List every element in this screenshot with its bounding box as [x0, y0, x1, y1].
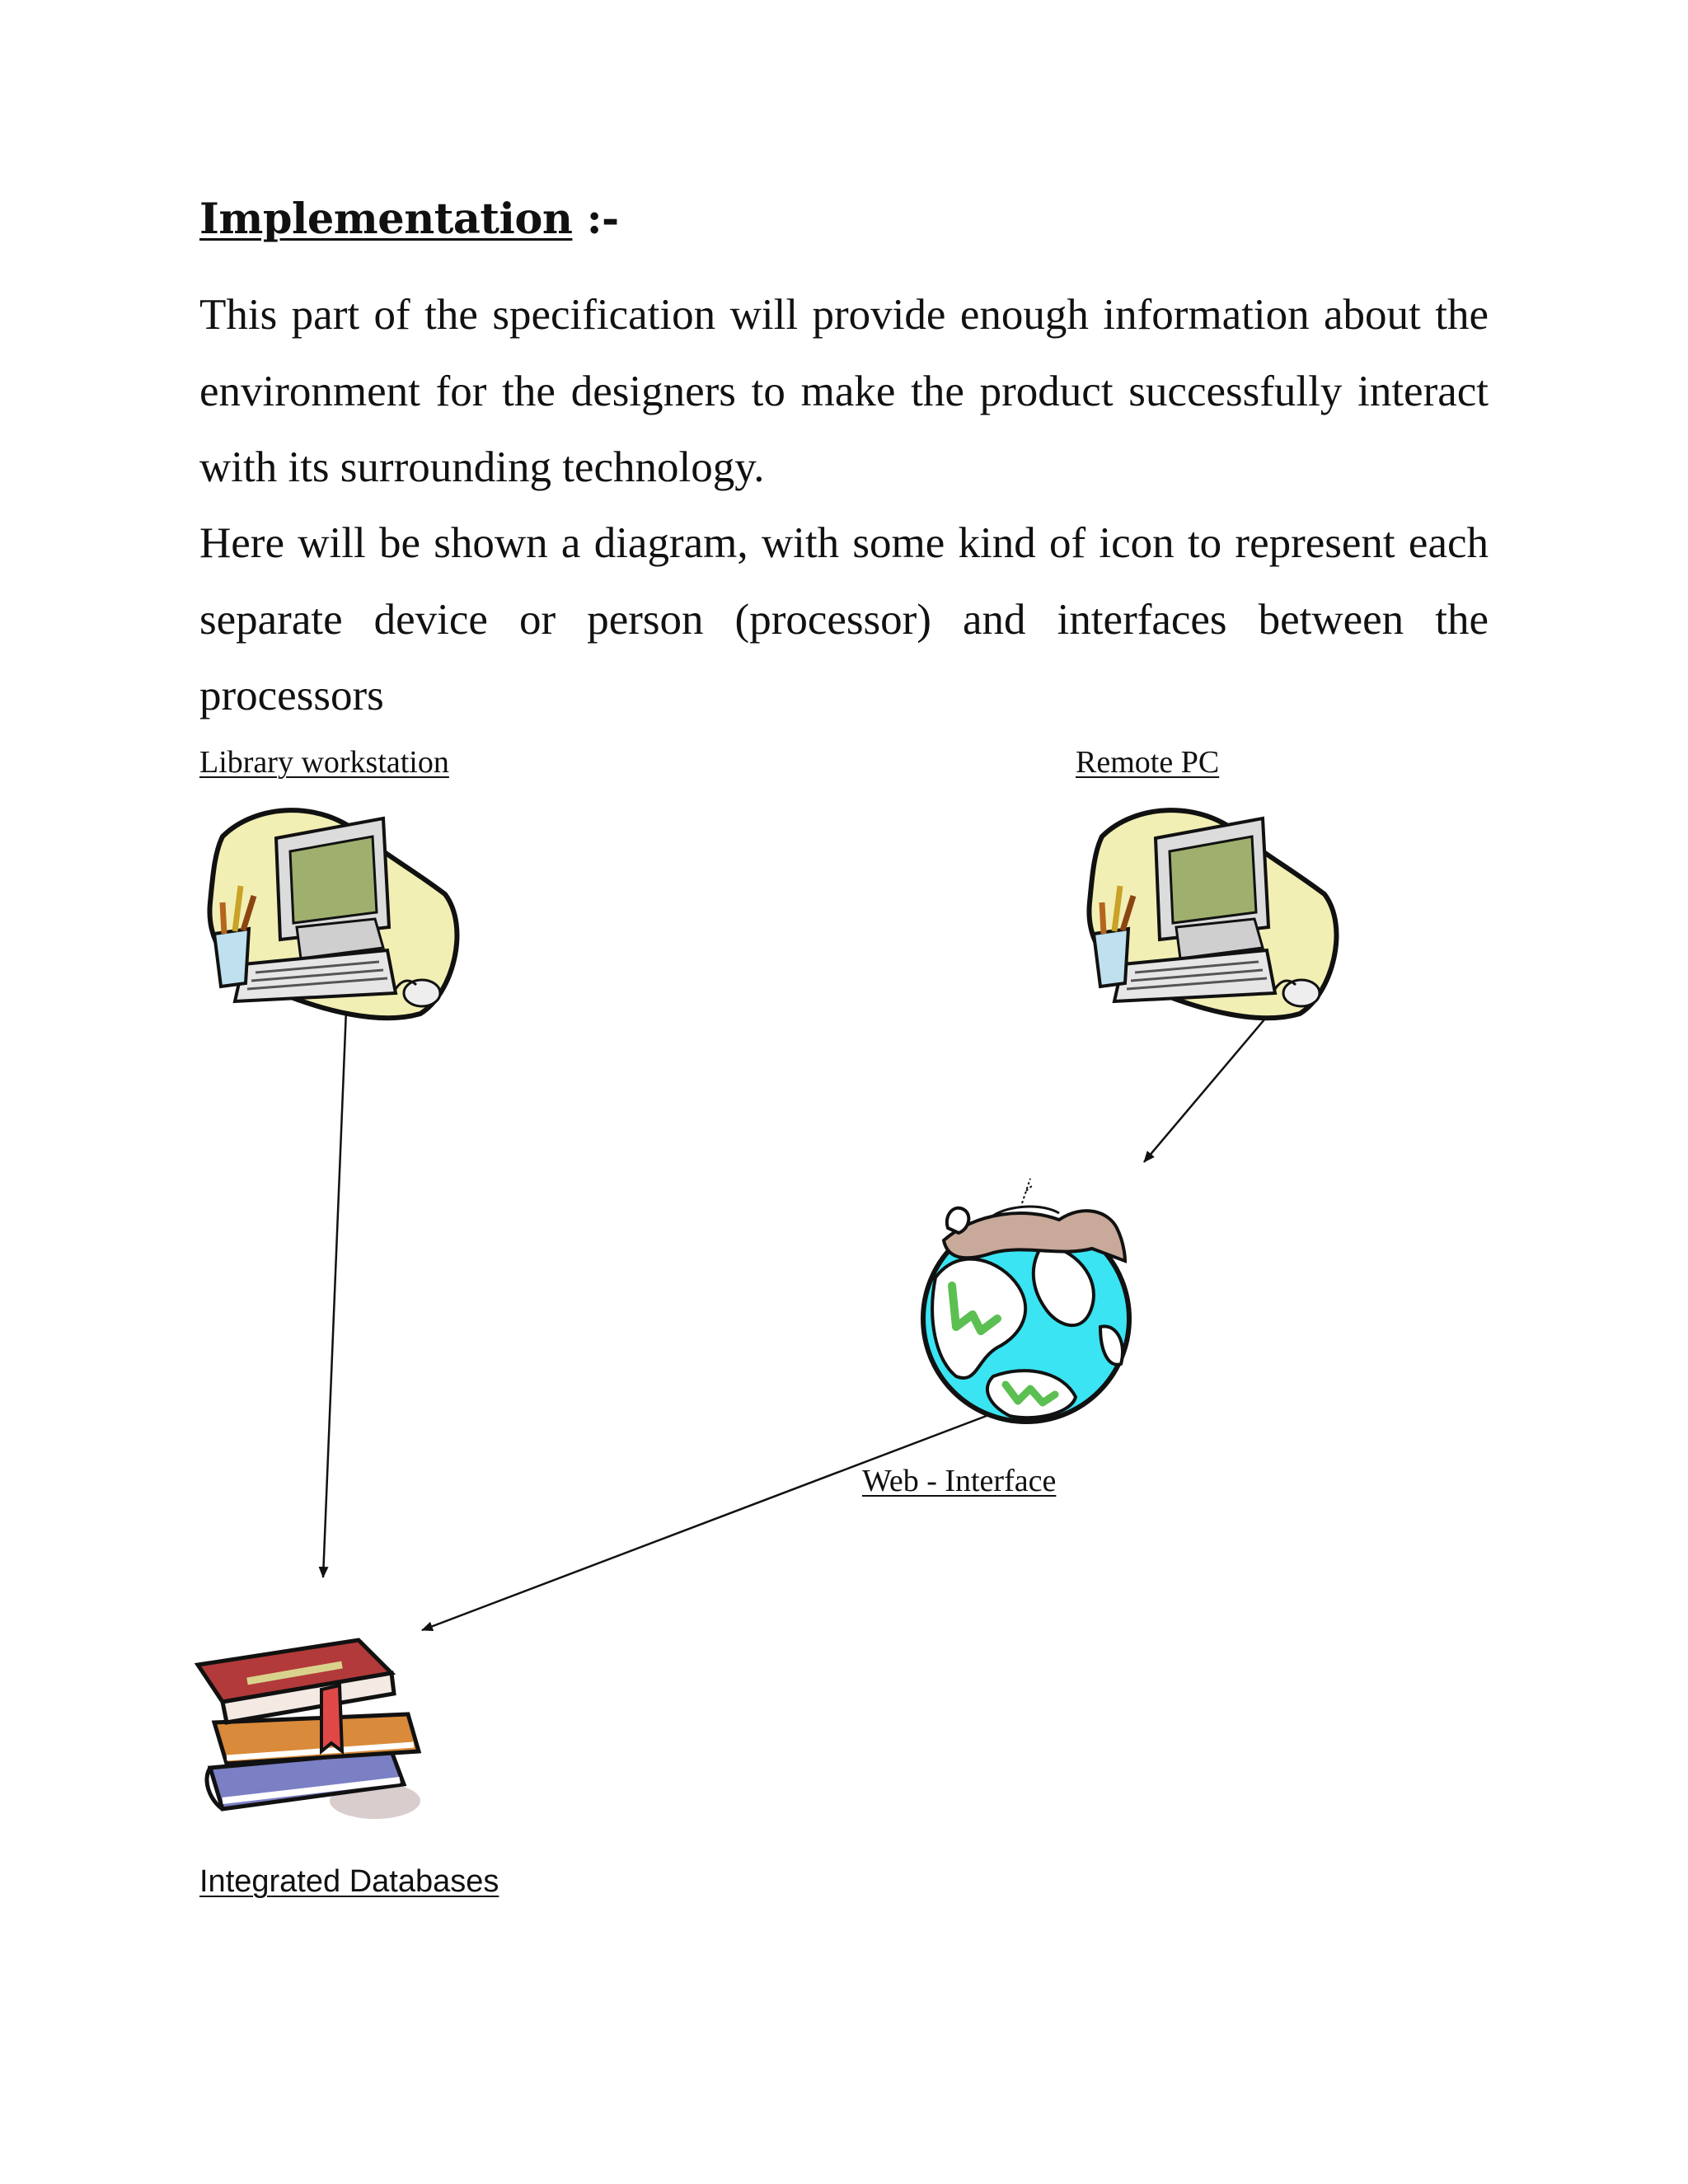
computer-icon	[209, 810, 457, 1018]
books-icon	[194, 1638, 422, 1819]
edge-library-to-databases	[318, 1009, 348, 1578]
globe-icon	[921, 1178, 1132, 1424]
heading-suffix: :-	[572, 194, 620, 244]
computer-icon	[1089, 810, 1336, 1018]
label-integrated-databases: Integrated Databases	[199, 1864, 499, 1899]
label-web-interface: Web - Interface	[862, 1464, 1057, 1498]
label-library-workstation: Library workstation	[199, 745, 449, 780]
edge-web-to-databases	[421, 1410, 998, 1632]
section-heading: Implementation :-	[199, 194, 619, 244]
paragraph-environment: This part of the specification will prov…	[199, 291, 1489, 491]
edge-remote-to-web	[1143, 1013, 1270, 1163]
label-remote-pc: Remote PC	[1076, 745, 1220, 780]
paragraph-diagram-intro: Here will be shown a diagram, with some …	[199, 519, 1489, 719]
heading-title: Implementation	[199, 194, 573, 244]
